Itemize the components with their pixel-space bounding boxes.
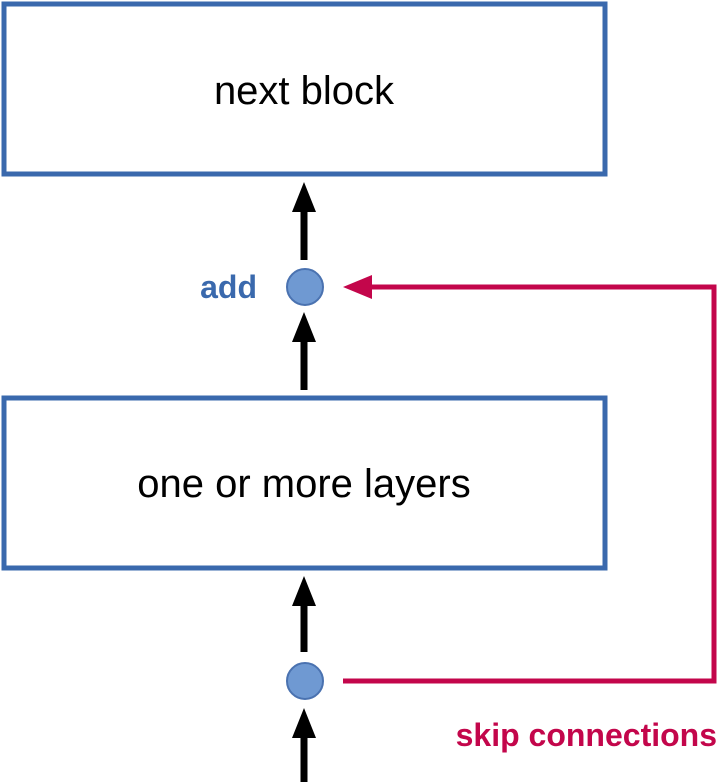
- split-node: [286, 662, 324, 700]
- skip-connections-label: skip connections: [456, 717, 717, 753]
- layers-block: one or more layers: [1, 395, 608, 571]
- arrow-split-to-layers: [292, 576, 316, 652]
- layers-block-box: [1, 395, 608, 571]
- skip-connection: [343, 275, 717, 684]
- skip-connection-arrowhead: [343, 275, 372, 299]
- input-arrow: [292, 708, 316, 782]
- add-node: [286, 268, 324, 306]
- next-block-box: [1, 1, 608, 177]
- arrow-layers-to-add: [292, 312, 316, 390]
- arrow-add-to-next-block: [292, 182, 316, 260]
- next-block: next block: [1, 1, 608, 177]
- next-block-label: next block: [214, 69, 395, 113]
- add-label: add: [200, 269, 257, 305]
- skip-connection-line: [343, 284, 717, 684]
- layers-block-label: one or more layers: [137, 462, 470, 506]
